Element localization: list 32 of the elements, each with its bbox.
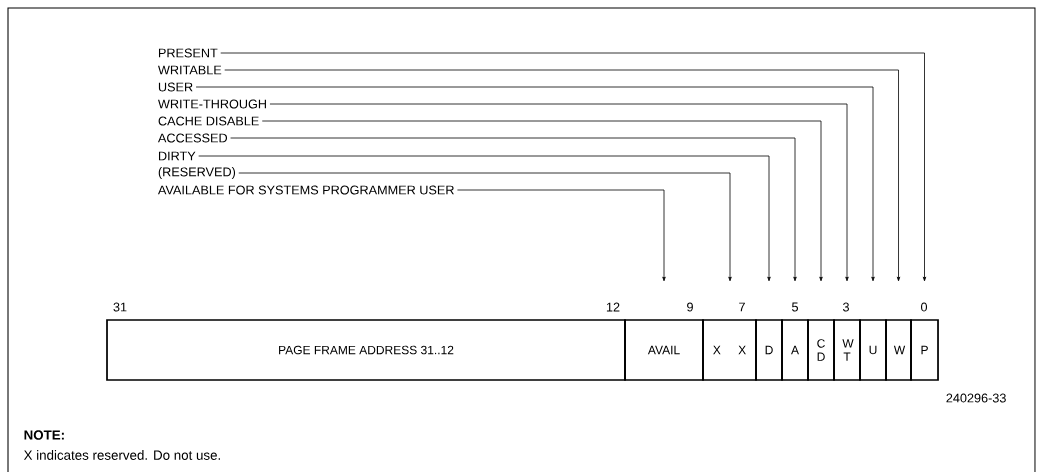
register-field: D <box>755 319 783 381</box>
bit-number: 3 <box>842 302 849 312</box>
field-label: USER <box>158 82 193 92</box>
field-label: CACHE DISABLE <box>158 116 259 126</box>
register-field: W <box>885 319 912 381</box>
bit-number: 7 <box>739 302 745 312</box>
register-field: A <box>781 319 809 381</box>
arrow <box>238 172 732 282</box>
register-field: PAGE FRAME ADDRESS 31..12 <box>106 319 626 381</box>
register-field: AVAIL <box>624 319 704 381</box>
bit-number: 5 <box>792 302 798 312</box>
note-text: X indicates reserved. Do not use. <box>23 450 220 460</box>
field-label: ACCESSED <box>157 133 228 143</box>
arrow <box>198 155 771 282</box>
bit-number: 0 <box>921 302 928 312</box>
note-heading: NOTE: <box>24 430 64 440</box>
bit-number: 9 <box>687 302 693 312</box>
field-label: PRESENT <box>159 48 218 58</box>
field-label: WRITE-THROUGH <box>158 99 266 109</box>
arrow <box>230 137 797 282</box>
register-field: C D <box>807 319 835 381</box>
bit-number: 12 <box>606 302 620 312</box>
field-label: WRITABLE <box>158 65 222 75</box>
figure-number: 240296-33 <box>946 393 1006 403</box>
field-label: (RESERVED) <box>158 167 236 179</box>
arrow <box>457 189 666 282</box>
field-label: AVAILABLE FOR SYSTEMS PROGRAMMER USER <box>157 185 454 195</box>
field-label: DIRTY <box>159 151 196 161</box>
register-field: U <box>859 319 887 381</box>
register-field: W T <box>833 319 861 381</box>
register-field: P <box>910 319 939 381</box>
register-field: X X <box>702 319 757 381</box>
